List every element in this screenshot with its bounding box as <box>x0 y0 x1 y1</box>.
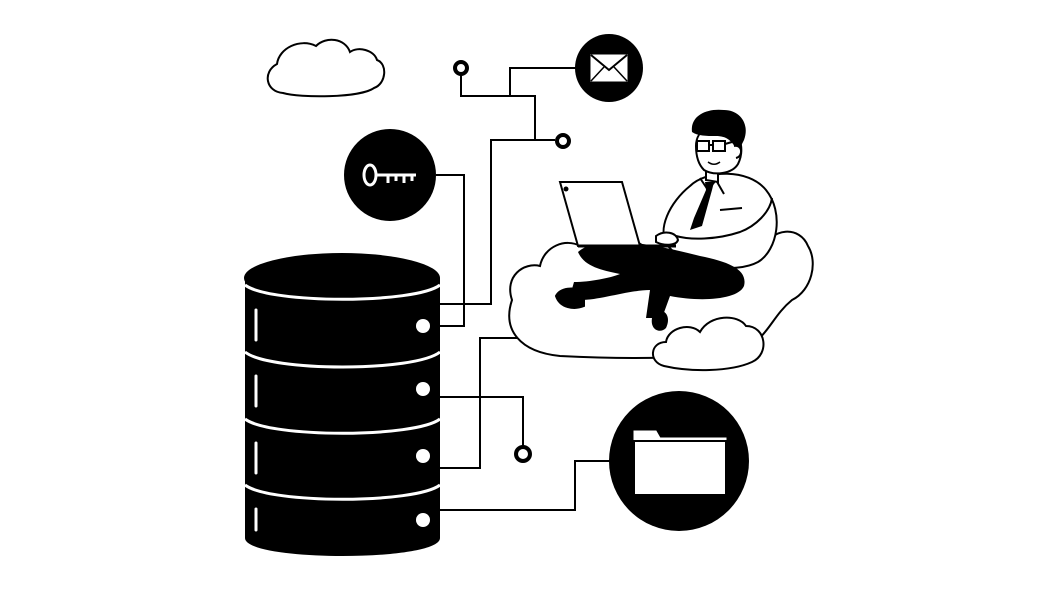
mail-icon <box>575 34 643 102</box>
laptop-icon <box>558 181 642 247</box>
db-light <box>416 319 430 333</box>
key-icon <box>344 129 436 221</box>
db-light <box>416 513 430 527</box>
connector-nodes <box>453 60 571 463</box>
node-dot <box>514 445 532 463</box>
db-light <box>416 449 430 463</box>
node-dot <box>453 60 469 76</box>
node-dot <box>555 133 571 149</box>
cloud-icon <box>266 38 386 98</box>
folder-icon <box>609 391 749 531</box>
person-figure <box>554 109 778 331</box>
db-light <box>416 382 430 396</box>
small-cloud <box>652 316 765 372</box>
connector-lines <box>436 67 612 511</box>
database-icon <box>244 253 441 556</box>
